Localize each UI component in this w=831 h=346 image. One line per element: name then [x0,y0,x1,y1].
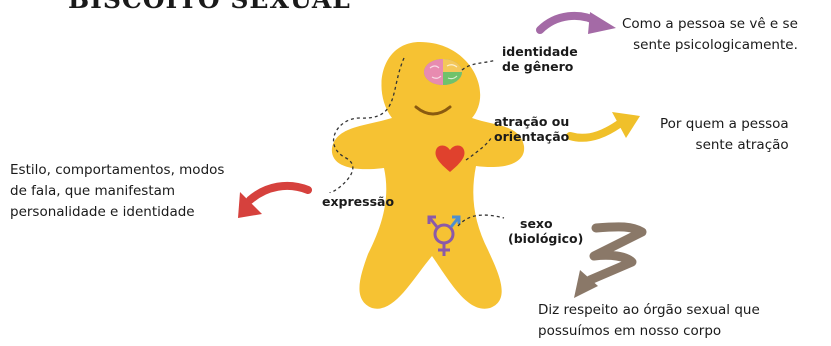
label-sex: sexo (biológico) [508,216,584,246]
red-arrow-icon [246,181,312,204]
gingerbread-body [331,42,525,309]
description-sex: Diz respeito ao órgão sexual que possuím… [538,302,760,339]
label-attraction: atração ou orientação [494,114,570,144]
red-arrowhead-icon [238,192,262,218]
description-attraction: Por quem a pessoa sente atração [660,116,789,153]
brown-arrowhead-icon [574,270,598,298]
brain-icon [424,59,462,85]
purple-arrowhead-icon [588,12,616,34]
label-gender-identity: identidade de gênero [502,44,578,74]
sex-symbol-icon [427,215,461,256]
description-expression: Estilo, comportamentos, modos de fala, q… [10,162,225,220]
yellow-arrowhead-icon [612,112,640,138]
label-expression: expressão [322,194,395,209]
brown-zigzag-arrow-icon [585,222,647,285]
yellow-arrow-icon [566,118,626,142]
page-title: BISCOITO SEXUAL [68,0,351,14]
description-gender-identity: Como a pessoa se vê e se sente psicologi… [622,16,798,53]
dashed-guides [329,57,505,227]
heart-icon [435,145,465,172]
